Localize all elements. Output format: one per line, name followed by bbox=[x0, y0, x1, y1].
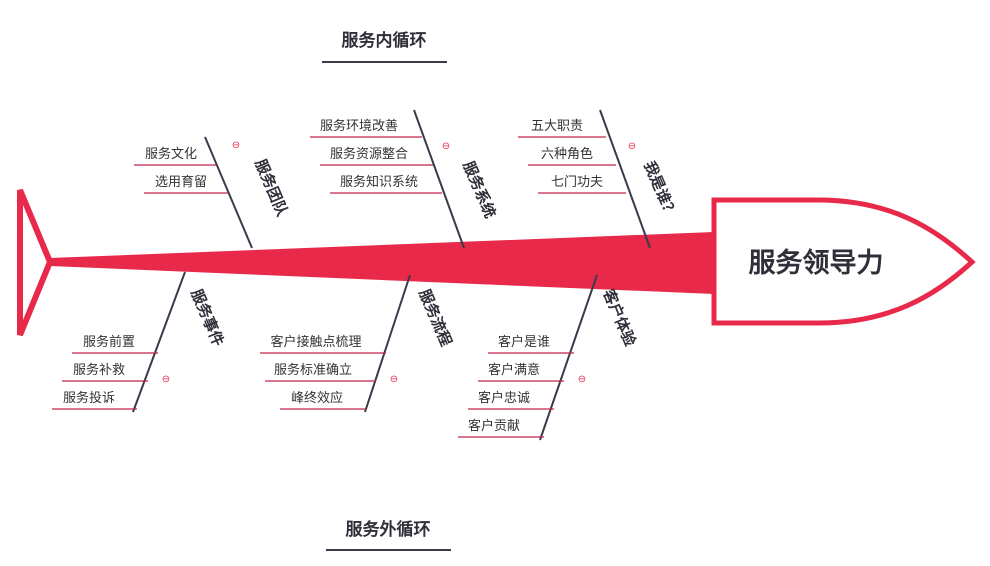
rib bbox=[204, 136, 253, 249]
fish-spine bbox=[50, 232, 714, 294]
leaf-item: 服务知识系统 bbox=[340, 174, 418, 190]
rib bbox=[132, 271, 186, 413]
fish-tail bbox=[17, 188, 54, 337]
leaf-item: 客户贡献 bbox=[468, 418, 520, 434]
collapse-icon[interactable]: ⊖ bbox=[442, 141, 450, 152]
branch-service-system: 服务系统 ⊖ 服务环境改善 服务资源整合 服务知识系统 bbox=[310, 109, 499, 249]
leaf-item: 六种角色 bbox=[541, 146, 593, 162]
branch-service-team: 服务团队 ⊖ 服务文化 选用育留 bbox=[134, 136, 292, 249]
bottom-title: 服务外循环 bbox=[346, 519, 431, 540]
collapse-icon[interactable]: ⊖ bbox=[628, 141, 636, 152]
branch-label: 服务流程 bbox=[415, 287, 455, 349]
collapse-icon[interactable]: ⊖ bbox=[232, 140, 240, 151]
leaf-item: 客户接触点梳理 bbox=[270, 334, 361, 350]
branch-customer-experience: 客户体验 ⊖ 客户是谁 客户满意 客户忠诚 客户贡献 bbox=[458, 274, 640, 441]
rib bbox=[364, 274, 411, 413]
collapse-icon[interactable]: ⊖ bbox=[390, 374, 398, 385]
rib bbox=[539, 274, 598, 441]
rib bbox=[599, 109, 651, 249]
leaf-item: 服务投诉 bbox=[63, 390, 115, 406]
head-label: 服务领导力 bbox=[749, 248, 884, 279]
rib bbox=[413, 109, 465, 249]
collapse-icon[interactable]: ⊖ bbox=[162, 374, 170, 385]
branch-service-process: 服务流程 ⊖ 客户接触点梳理 服务标准确立 峰终效应 bbox=[260, 274, 455, 413]
collapse-icon[interactable]: ⊖ bbox=[578, 374, 586, 385]
leaf-item: 服务资源整合 bbox=[330, 146, 408, 162]
fish-head bbox=[711, 197, 976, 326]
branch-label: 客户体验 bbox=[599, 286, 640, 350]
branch-label: 我是谁？ bbox=[640, 159, 680, 221]
leaf-item: 服务前置 bbox=[83, 334, 135, 350]
branch-label: 服务团队 bbox=[251, 157, 291, 220]
branch-label: 服务系统 bbox=[459, 159, 499, 221]
leaf-item: 服务补救 bbox=[73, 362, 125, 378]
leaf-item: 客户忠诚 bbox=[478, 390, 530, 406]
branch-label: 服务事件 bbox=[187, 287, 227, 349]
branch-service-events: 服务事件 ⊖ 服务前置 服务补救 服务投诉 bbox=[52, 271, 227, 413]
branch-who-am-i: 我是谁？ ⊖ 五大职责 六种角色 七门功夫 bbox=[518, 109, 680, 249]
leaf-item: 服务环境改善 bbox=[320, 118, 398, 134]
leaf-item: 服务标准确立 bbox=[274, 362, 352, 378]
top-title: 服务内循环 bbox=[342, 30, 427, 51]
leaf-item: 七门功夫 bbox=[551, 175, 603, 190]
leaf-item: 客户满意 bbox=[488, 362, 540, 378]
leaf-item: 客户是谁 bbox=[498, 334, 550, 350]
leaf-item: 峰终效应 bbox=[291, 390, 343, 406]
leaf-item: 服务文化 bbox=[145, 146, 197, 162]
leaf-item: 选用育留 bbox=[155, 174, 207, 190]
leaf-item: 五大职责 bbox=[531, 119, 583, 134]
